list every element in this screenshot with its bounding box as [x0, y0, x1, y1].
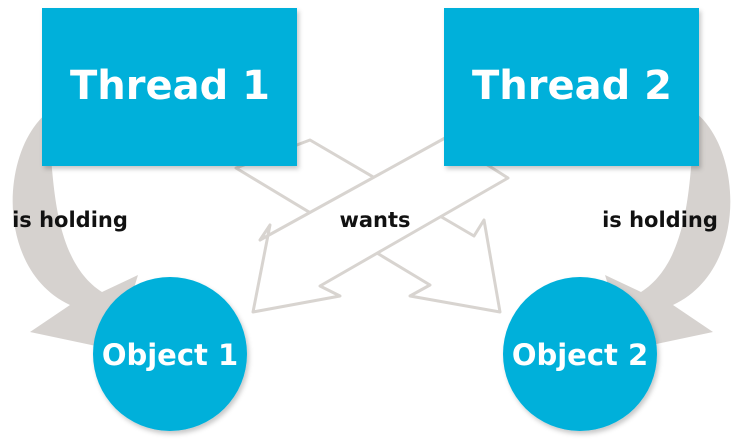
thread-1-node: [42, 8, 297, 166]
thread-2-label: Thread 2: [472, 63, 672, 109]
object-1-label: Object 1: [102, 338, 238, 372]
is-holding-label-right: is holding: [602, 208, 718, 232]
thread-2-node: [444, 8, 699, 166]
object-1-node: [93, 277, 247, 431]
object-2-label: Object 2: [512, 338, 648, 372]
wants-arrow-to-object1: [251, 136, 510, 314]
holding-arrow-left: [12, 112, 138, 350]
holding-arrow-right: [605, 112, 731, 350]
is-holding-label-left: is holding: [12, 208, 128, 232]
thread-1-label: Thread 1: [70, 63, 270, 109]
wants-label: wants: [339, 208, 410, 232]
object-2-node: [503, 277, 657, 431]
